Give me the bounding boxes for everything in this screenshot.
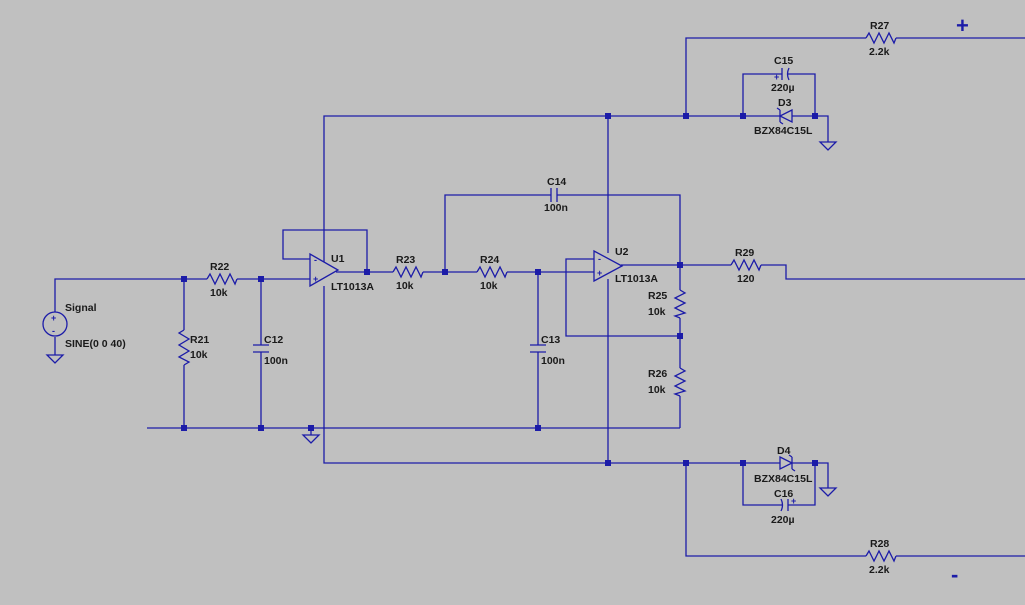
capacitor-c12[interactable]: C12 100n bbox=[253, 334, 288, 367]
r24-value: 10k bbox=[480, 280, 498, 292]
diode-d4[interactable]: D4 BZX84C15L bbox=[754, 445, 813, 485]
polarized-capacitor-icon bbox=[780, 498, 789, 512]
resistor-r22[interactable]: R22 10k bbox=[206, 261, 238, 299]
resistor-icon bbox=[476, 265, 508, 279]
terminal-minus-label: - bbox=[951, 562, 958, 587]
resistor-r25[interactable]: R25 10k bbox=[648, 289, 687, 319]
r23-name: R23 bbox=[396, 254, 415, 266]
u1-name: U1 bbox=[331, 253, 345, 265]
u1-minus-pin: - bbox=[314, 255, 317, 265]
resistor-icon bbox=[865, 549, 897, 563]
zener-diode-icon bbox=[776, 107, 793, 125]
resistor-r21[interactable]: R21 10k bbox=[177, 329, 209, 366]
r25-value: 10k bbox=[648, 306, 666, 318]
resistor-icon bbox=[730, 258, 762, 272]
r29-name: R29 bbox=[735, 247, 754, 259]
c15-value: 220µ bbox=[771, 82, 795, 94]
r29-value: 120 bbox=[737, 273, 755, 285]
d4-value: BZX84C15L bbox=[754, 473, 813, 485]
u1-value: LT1013A bbox=[331, 281, 374, 293]
resistor-icon bbox=[673, 367, 687, 397]
r21-value: 10k bbox=[190, 349, 208, 361]
resistor-r29[interactable]: R29 120 bbox=[730, 247, 762, 285]
zener-diode-icon bbox=[779, 454, 796, 472]
resistor-r26[interactable]: R26 10k bbox=[648, 367, 687, 397]
junctions bbox=[181, 113, 818, 466]
opamp-u1[interactable]: - + U1 LT1013A bbox=[309, 252, 374, 293]
r23-value: 10k bbox=[396, 280, 414, 292]
resistor-r23[interactable]: R23 10k bbox=[392, 254, 424, 292]
resistor-icon bbox=[392, 265, 424, 279]
signal-name: Signal bbox=[65, 302, 97, 314]
u2-name: U2 bbox=[615, 246, 629, 258]
r26-name: R26 bbox=[648, 368, 667, 380]
opamp-u2[interactable]: - + U2 LT1013A bbox=[593, 246, 658, 285]
u2-plus-pin: + bbox=[597, 268, 602, 278]
r27-name: R27 bbox=[870, 20, 889, 32]
r27-value: 2.2k bbox=[869, 46, 890, 58]
r22-name: R22 bbox=[210, 261, 229, 273]
r28-value: 2.2k bbox=[869, 564, 890, 576]
capacitor-icon bbox=[530, 344, 546, 353]
resistor-r28[interactable]: R28 2.2k bbox=[865, 538, 897, 576]
c13-name: C13 bbox=[541, 334, 560, 346]
signal-value: SINE(0 0 40) bbox=[65, 338, 126, 350]
resistor-icon bbox=[673, 289, 687, 319]
capacitor-c16[interactable]: + C16 220µ bbox=[771, 488, 796, 526]
c12-name: C12 bbox=[264, 334, 283, 346]
r22-value: 10k bbox=[210, 287, 228, 299]
d4-name: D4 bbox=[777, 445, 791, 457]
c13-value: 100n bbox=[541, 355, 565, 367]
c15-plus-pin: + bbox=[774, 72, 779, 82]
resistor-icon bbox=[206, 272, 238, 286]
ground-icon bbox=[301, 434, 321, 444]
capacitor-icon bbox=[253, 344, 269, 353]
c15-name: C15 bbox=[774, 55, 793, 67]
capacitor-c15[interactable]: + C15 220µ bbox=[771, 55, 795, 94]
terminal-plus-label: + bbox=[956, 13, 969, 38]
diode-d3[interactable]: D3 BZX84C15L bbox=[754, 97, 813, 137]
c14-name: C14 bbox=[547, 176, 566, 188]
source-plus-pin: + bbox=[51, 313, 56, 323]
c16-value: 220µ bbox=[771, 514, 795, 526]
ground-icon bbox=[45, 354, 65, 364]
c12-value: 100n bbox=[264, 355, 288, 367]
c14-value: 100n bbox=[544, 202, 568, 214]
resistor-icon bbox=[865, 31, 897, 45]
d3-name: D3 bbox=[778, 97, 792, 109]
resistor-r24[interactable]: R24 10k bbox=[476, 254, 508, 292]
capacitor-c14[interactable]: C14 100n bbox=[544, 176, 568, 214]
ground-icon bbox=[818, 141, 838, 151]
c16-name: C16 bbox=[774, 488, 793, 500]
sine-source-icon bbox=[42, 311, 68, 337]
opamp-triangle-icon bbox=[593, 249, 624, 283]
ground-icon bbox=[818, 487, 838, 497]
u2-value: LT1013A bbox=[615, 273, 658, 285]
u2-minus-pin: - bbox=[598, 254, 601, 264]
polarized-capacitor-icon bbox=[781, 67, 790, 81]
r26-value: 10k bbox=[648, 384, 666, 396]
r24-name: R24 bbox=[480, 254, 499, 266]
c16-plus-pin: + bbox=[791, 496, 796, 506]
signal-source[interactable]: + - Signal SINE(0 0 40) bbox=[42, 302, 126, 350]
capacitor-icon bbox=[550, 188, 558, 202]
wires bbox=[54, 37, 1025, 557]
r21-name: R21 bbox=[190, 334, 209, 346]
resistor-r27[interactable]: R27 2.2k bbox=[865, 20, 897, 58]
u1-plus-pin: + bbox=[313, 274, 318, 284]
r25-name: R25 bbox=[648, 290, 667, 302]
source-minus-pin: - bbox=[52, 326, 55, 336]
r28-name: R28 bbox=[870, 538, 889, 550]
d3-value: BZX84C15L bbox=[754, 125, 813, 137]
capacitor-c13[interactable]: C13 100n bbox=[530, 334, 565, 367]
resistor-icon bbox=[177, 329, 191, 366]
